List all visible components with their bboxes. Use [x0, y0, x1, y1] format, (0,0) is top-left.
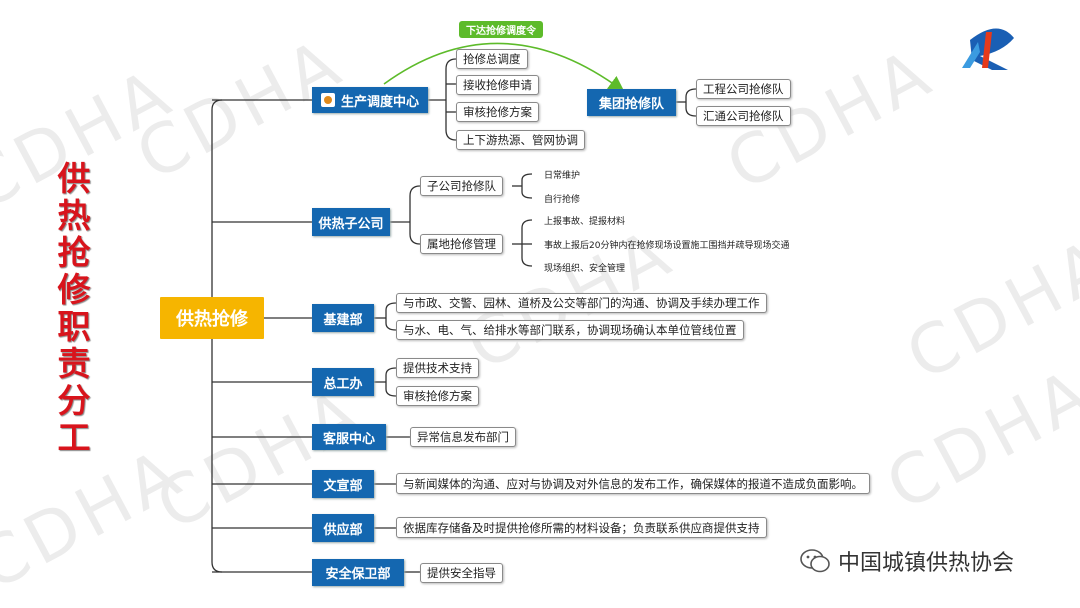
- dept-production: 生产调度中心: [312, 87, 428, 113]
- construction-item: 与市政、交警、园林、道桥及公交等部门的沟通、协调及手续办理工作: [396, 293, 767, 313]
- subsidiary-mgmt-sub: 上报事故、提报材料: [544, 217, 626, 227]
- group-team-item: 汇通公司抢修队: [696, 106, 791, 126]
- dept-security: 安全保卫部: [312, 559, 404, 586]
- brand-footer: 中国城镇供热协会: [800, 545, 1014, 577]
- subsidiary-mgmt: 属地抢修管理: [420, 234, 503, 254]
- subsidiary-mgmt-sub: 事故上报后20分钟内在抢修现场设置施工围挡并疏导现场交通: [544, 241, 790, 251]
- cdha-logo: [962, 28, 1014, 71]
- security-item: 提供安全指导: [420, 563, 503, 583]
- production-item: 审核抢修方案: [456, 102, 539, 122]
- service-item: 异常信息发布部门: [410, 427, 516, 447]
- dept-construction: 基建部: [312, 304, 374, 332]
- subsidiary-team: 子公司抢修队: [420, 176, 503, 196]
- dispatch-icon: [320, 93, 335, 107]
- construction-item: 与水、电、气、给排水等部门联系，协调现场确认本单位管线位置: [396, 320, 744, 340]
- subsidiary-team-sub: 自行抢修: [544, 195, 581, 205]
- brand-name: 中国城镇供热协会: [838, 551, 1015, 576]
- dispatch-order-label: 下达抢修调度令: [459, 21, 543, 38]
- chief-item: 审核抢修方案: [396, 386, 479, 406]
- group-team-item: 工程公司抢修队: [696, 79, 791, 99]
- subsidiary-team-sub: 日常维护: [544, 171, 581, 181]
- dept-label: 生产调度中心: [340, 94, 419, 110]
- page-title: 供热抢修职责分工: [57, 159, 91, 457]
- root-node: 供热抢修: [160, 297, 264, 339]
- dept-subsidiary: 供热子公司: [312, 208, 390, 236]
- supply-item: 依据库存储备及时提供抢修所需的材料设备；负责联系供应商提供支持: [396, 517, 767, 538]
- dept-chief-engineer: 总工办: [312, 368, 374, 396]
- publicity-item: 与新闻媒体的沟通、应对与协调及对外信息的发布工作，确保媒体的报道不造成负面影响。: [396, 473, 870, 494]
- production-item: 上下游热源、管网协调: [456, 130, 585, 150]
- subsidiary-mgmt-sub: 现场组织、安全管理: [544, 264, 626, 274]
- production-item: 接收抢修申请: [456, 75, 539, 95]
- wechat-icon: [800, 549, 830, 573]
- dept-publicity: 文宣部: [312, 470, 374, 498]
- chief-item: 提供技术支持: [396, 358, 479, 378]
- dept-supply: 供应部: [312, 514, 374, 542]
- production-item: 抢修总调度: [456, 49, 528, 69]
- dept-group-team: 集团抢修队: [587, 89, 676, 116]
- dept-service: 客服中心: [312, 424, 386, 450]
